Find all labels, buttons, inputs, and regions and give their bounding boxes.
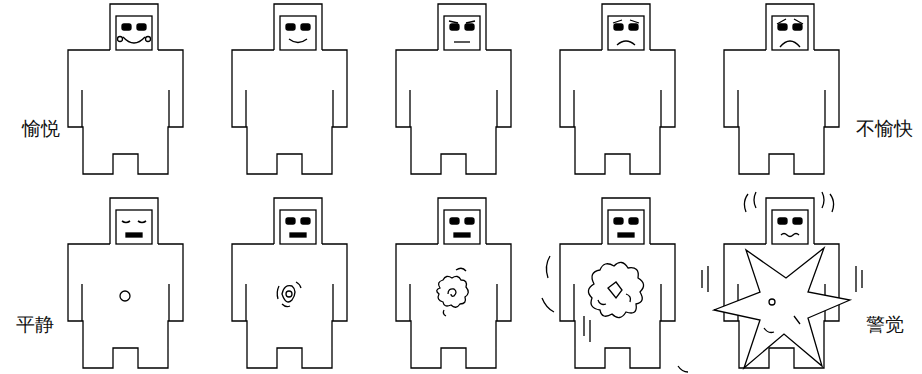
manikin-figure xyxy=(542,198,688,372)
manikin-figure xyxy=(702,192,862,368)
manikin-figure xyxy=(560,4,675,174)
manikin-figure xyxy=(68,4,183,174)
manikin-figure xyxy=(232,198,347,368)
scale-end-label: 愉悦 xyxy=(22,117,60,140)
manikin-figure xyxy=(68,198,183,368)
manikin-figure xyxy=(724,4,839,174)
manikin-figure xyxy=(396,4,511,174)
scale-end-label: 警觉 xyxy=(866,313,904,336)
scale-end-label: 平静 xyxy=(16,313,54,336)
scale-end-label: 不愉快 xyxy=(856,117,913,140)
manikin-figure xyxy=(232,4,347,174)
manikin-figure xyxy=(396,198,511,368)
